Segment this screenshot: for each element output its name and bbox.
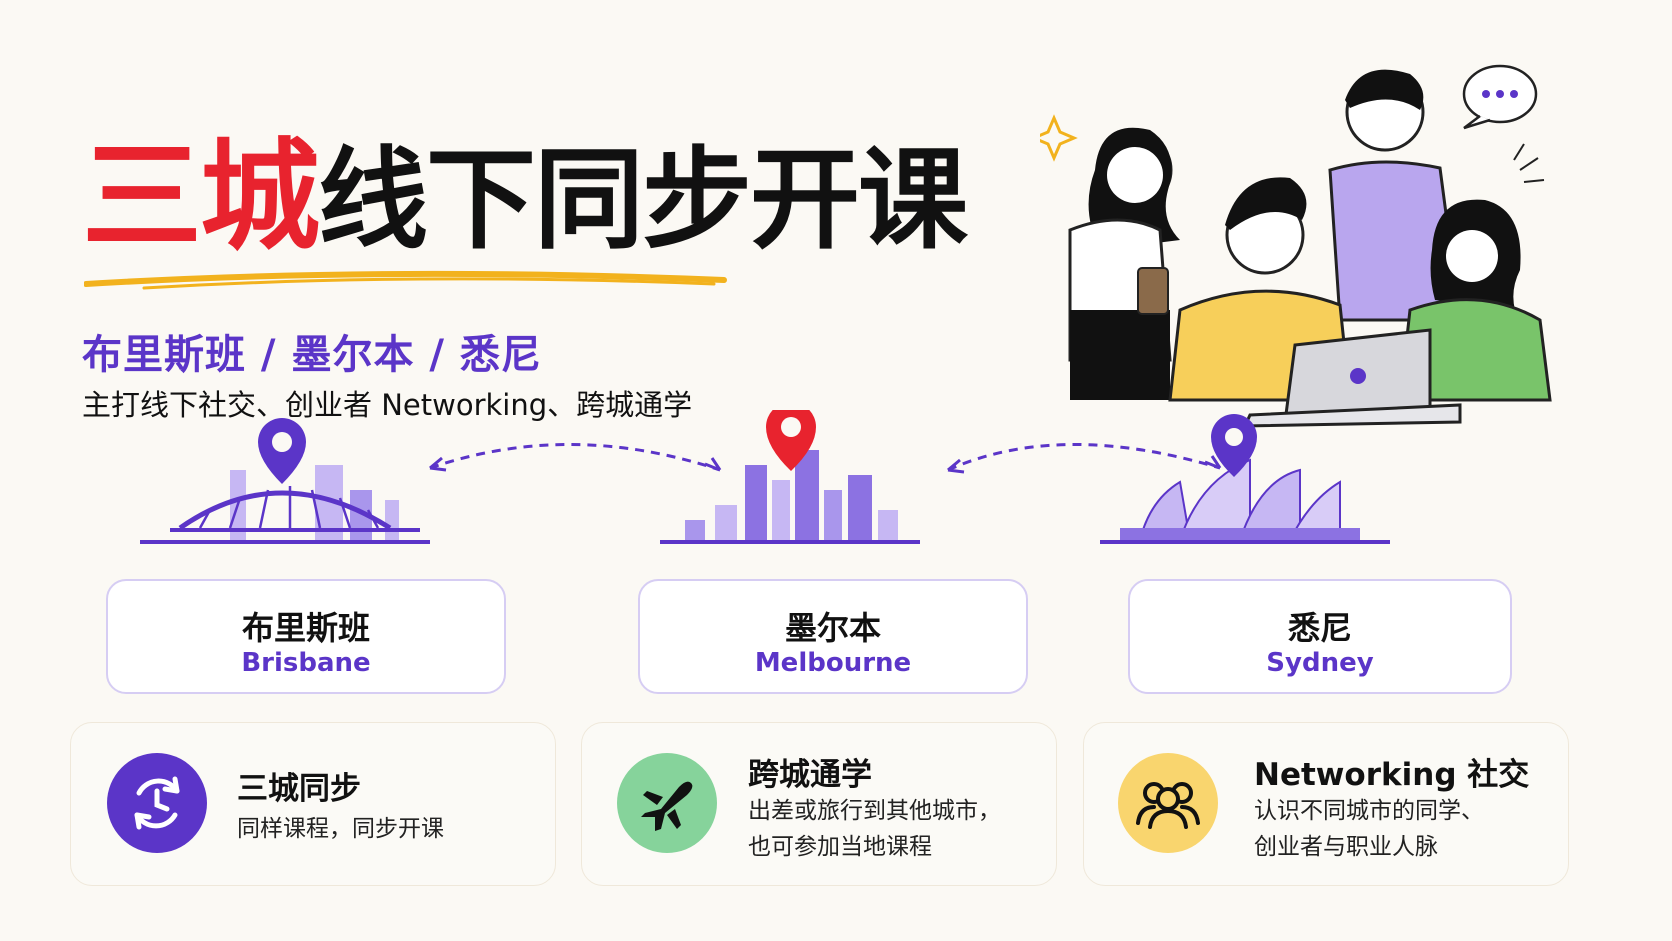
page-title: 三城线下同步开课 bbox=[82, 138, 968, 258]
cities-subtitle: 布里斯班 / 墨尔本 / 悉尼 bbox=[82, 332, 542, 378]
city-name-en: Sydney bbox=[1266, 648, 1374, 678]
airplane-icon bbox=[617, 753, 717, 853]
city-card-brisbane: 布里斯班 Brisbane bbox=[106, 579, 506, 694]
feature-desc-line-2: 也可参加当地课程 bbox=[748, 834, 932, 860]
feature-desc-line-2: 创业者与职业人脉 bbox=[1254, 834, 1438, 860]
location-pin-icon bbox=[766, 410, 816, 471]
sync-clock-icon bbox=[107, 753, 207, 853]
feature-title: 三城同步 bbox=[237, 771, 361, 807]
tagline: 主打线下社交、创业者 Networking、跨城通学 bbox=[82, 388, 693, 422]
feature-title: Networking 社交 bbox=[1254, 757, 1530, 793]
city-card-sydney: 悉尼 Sydney bbox=[1128, 579, 1512, 694]
feature-desc-line-1: 出差或旅行到其他城市， bbox=[748, 798, 1001, 824]
city-name-en: Melbourne bbox=[754, 648, 912, 678]
brisbane-skyline-icon bbox=[140, 465, 430, 544]
sydney-opera-house-icon bbox=[1100, 458, 1390, 544]
people-illustration bbox=[1040, 64, 1552, 428]
speech-bubble-icon bbox=[1462, 64, 1538, 130]
feature-card-cross-city: 跨城通学 出差或旅行到其他城市， 也可参加当地课程 bbox=[581, 722, 1057, 886]
title-underline bbox=[84, 270, 727, 290]
title-main: 线下同步开课 bbox=[318, 136, 968, 264]
title-highlight: 三城 bbox=[82, 128, 320, 267]
location-pin-icon bbox=[258, 418, 306, 484]
melbourne-skyline-icon bbox=[660, 450, 920, 544]
city-name-cn: 布里斯班 bbox=[241, 609, 370, 647]
feature-card-sync: 三城同步 同样课程，同步开课 bbox=[70, 722, 556, 886]
city-name-en: Brisbane bbox=[241, 648, 371, 678]
feature-card-networking: Networking 社交 认识不同城市的同学、 创业者与职业人脉 bbox=[1083, 722, 1569, 886]
feature-desc-line-1: 同样课程，同步开课 bbox=[237, 816, 444, 842]
city-skylines bbox=[140, 410, 1390, 544]
feature-title: 跨城通学 bbox=[748, 757, 872, 793]
city-name-cn: 悉尼 bbox=[1287, 609, 1352, 647]
city-card-melbourne: 墨尔本 Melbourne bbox=[638, 579, 1028, 694]
people-group-icon bbox=[1118, 753, 1218, 853]
feature-desc-line-1: 认识不同城市的同学、 bbox=[1254, 798, 1484, 824]
city-name-cn: 墨尔本 bbox=[784, 609, 881, 647]
location-pin-icon bbox=[1211, 414, 1257, 477]
